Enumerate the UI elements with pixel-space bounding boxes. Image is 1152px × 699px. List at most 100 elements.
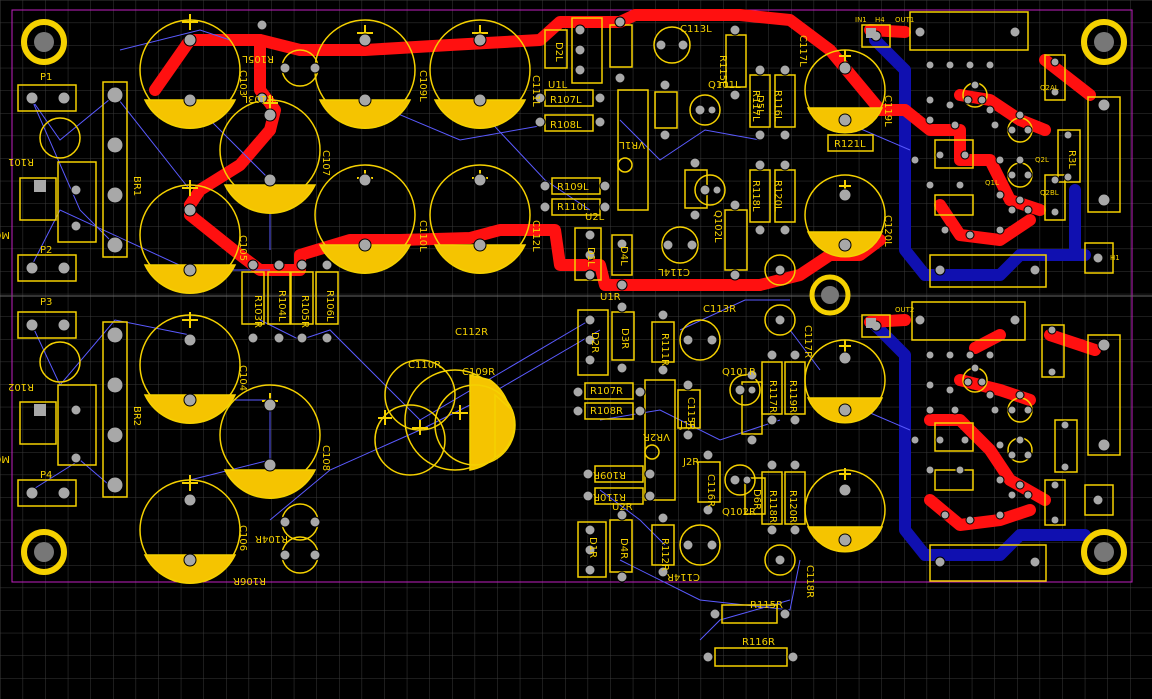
label-Q101L: Q101L <box>708 80 741 91</box>
label-R116R: R116R <box>742 637 775 648</box>
label-C109L: C109L <box>417 70 428 102</box>
label-R120L: R120L <box>772 180 783 212</box>
label-R107L: R107L <box>550 95 582 106</box>
label-D6R: D6R <box>751 489 762 510</box>
pads <box>25 16 1111 663</box>
label-P4: P4 <box>40 470 52 481</box>
label-R103R: R103R <box>252 295 263 328</box>
label-C110R: C110R <box>408 360 441 371</box>
mov-footprints <box>34 28 876 416</box>
label-P1: P1 <box>40 72 52 83</box>
label-C116R: C116R <box>705 474 716 507</box>
label-C106: C106 <box>237 525 248 551</box>
label-P3: P3 <box>40 297 52 308</box>
label-U2L: U2L <box>585 212 605 223</box>
label-MOV2: MOV2 <box>0 453 10 464</box>
label-C117R: C117R <box>802 325 813 358</box>
label-D4L: D4L <box>618 246 629 266</box>
label-U1R: U1R <box>600 292 621 303</box>
label-D4R: D4R <box>618 538 629 559</box>
label-P2: P2 <box>40 245 52 256</box>
label-D3R: D3R <box>619 328 630 349</box>
label-J1R: J1R <box>679 420 696 431</box>
label-R108L: R108L <box>550 120 582 131</box>
label-R119R: R119R <box>787 380 798 413</box>
label-D2L: D2L <box>553 42 564 62</box>
header-blocks <box>861 24 891 338</box>
capacitors-large <box>139 19 886 584</box>
label-R107R: R107R <box>590 386 623 397</box>
label-J2R: J2R <box>682 457 699 468</box>
label-C119L: C119L <box>882 95 893 127</box>
label-R105L: R105L <box>242 53 274 64</box>
label-D1L: D1L <box>585 247 596 267</box>
label-R106L: R106L <box>324 290 335 322</box>
label-R109L: R109L <box>557 182 589 193</box>
label-MOV1: MOV1 <box>0 229 10 240</box>
label-D2R: D2R <box>589 332 600 353</box>
label-R118R: R118R <box>767 490 778 523</box>
silkscreen-labels: P1 P2 P3 P4 R101 R102 MOV1 MOV2 BR1 BR2 … <box>0 16 1120 648</box>
label-IN1: IN1 <box>855 16 867 24</box>
label-C113L: C113L <box>680 24 712 35</box>
label-R104R: R104R <box>255 533 288 544</box>
label-R105R: R105R <box>299 295 310 328</box>
label-R110L: R110L <box>557 202 589 213</box>
label-C120L: C120L <box>882 215 893 247</box>
label-D1R: D1R <box>587 537 598 558</box>
label-BR1: BR1 <box>131 176 142 196</box>
label-U1L: U1L <box>548 80 568 91</box>
label-OUT1: OUT1 <box>895 16 914 24</box>
label-H4: H4 <box>875 16 885 24</box>
label-C118R: C118R <box>804 565 815 598</box>
label-C111L: C111L <box>530 75 541 107</box>
label-R111R: R111R <box>659 333 670 366</box>
label-R104L: R104L <box>276 290 287 322</box>
label-Q2BL: Q2BL <box>1040 189 1059 197</box>
label-R109R: R109R <box>593 469 626 480</box>
label-R115R: R115R <box>750 600 783 611</box>
label-C104: C104 <box>237 365 248 391</box>
mounting-holes <box>21 19 1127 575</box>
label-R121L: R121L <box>834 139 866 150</box>
label-C114R: C114R <box>667 571 700 582</box>
label-R103L: R103L <box>242 93 274 104</box>
label-Q2AL: Q2AL <box>1040 84 1059 92</box>
label-R108R: R108R <box>590 406 623 417</box>
label-C112L: C112L <box>530 220 541 252</box>
label-C110L: C110L <box>417 220 428 252</box>
label-C108: C108 <box>320 445 331 471</box>
label-VR1L: VR1L <box>619 139 645 150</box>
label-C115R: C115R <box>685 397 696 430</box>
label-R3L: R3L <box>1066 150 1077 169</box>
label-R118L: R118L <box>750 180 761 212</box>
label-Q2L: Q2L <box>1035 156 1049 164</box>
label-R117L: R117L <box>750 90 761 122</box>
label-C107: C107 <box>320 150 331 176</box>
label-C117L: C117L <box>797 35 808 67</box>
label-C112R: C112R <box>455 327 488 338</box>
label-R101: R101 <box>8 156 34 167</box>
label-C109R: C109R <box>462 367 495 378</box>
label-U2R: U2R <box>612 502 633 513</box>
label-OUT2: OUT2 <box>895 306 914 314</box>
label-Q101R: Q101R <box>722 367 756 378</box>
label-C114L: C114L <box>658 266 690 277</box>
label-C113R: C113R <box>703 304 736 315</box>
footprints <box>17 11 1121 667</box>
label-R106R: R106R <box>233 575 266 586</box>
label-R120R: R120R <box>787 490 798 523</box>
label-Q1L: Q1L <box>985 179 999 187</box>
label-H1: H1 <box>1110 254 1120 262</box>
label-D5L: D5L <box>754 95 765 115</box>
label-R115L: R115L <box>717 55 728 87</box>
label-Q102L: Q102L <box>712 210 723 243</box>
label-Q102R: Q102R <box>722 507 756 518</box>
label-R110R: R110R <box>593 491 626 502</box>
label-R116L: R116L <box>772 90 783 122</box>
label-R102: R102 <box>8 381 34 392</box>
label-C103: C103 <box>237 70 248 96</box>
label-BR2: BR2 <box>131 406 142 426</box>
label-C105: C105 <box>237 235 248 261</box>
